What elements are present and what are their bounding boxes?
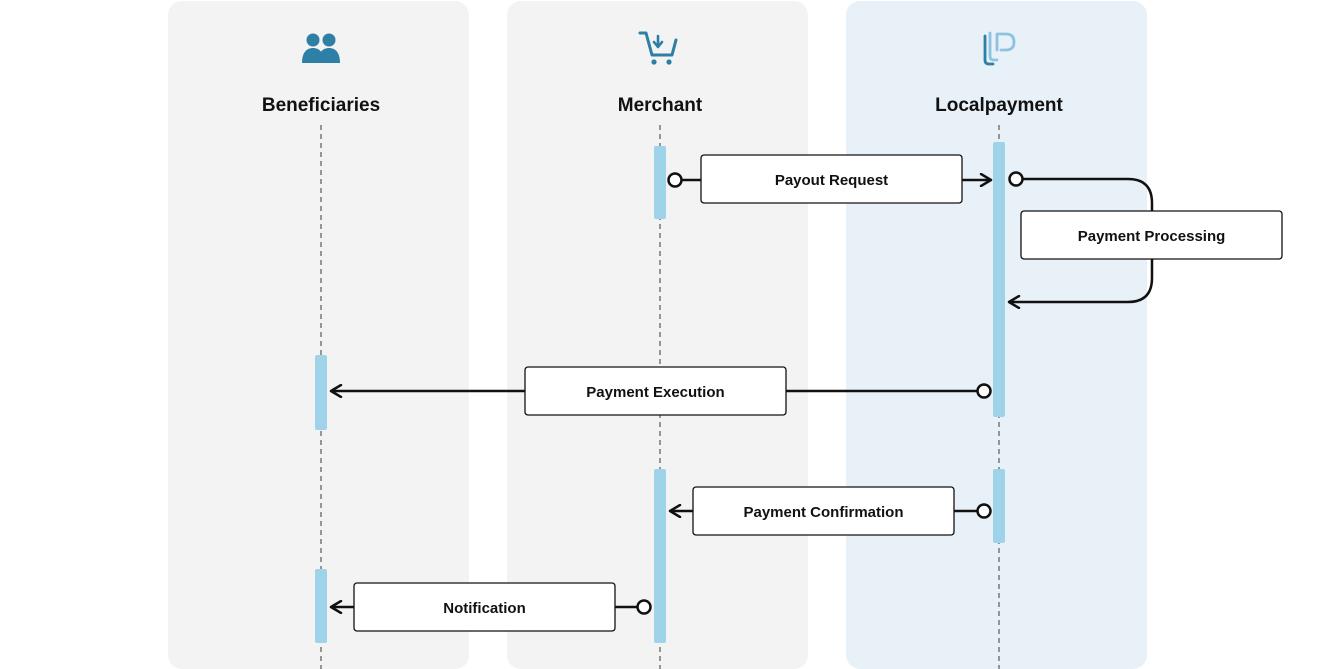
- message-payment-confirmation: Payment Confirmation: [670, 486, 992, 536]
- activation-bar-merchant: [654, 469, 666, 643]
- shopping-cart-icon: [638, 31, 678, 65]
- lane-beneficiaries: [168, 1, 469, 669]
- message-label-payment-execution: Payment Execution: [586, 384, 724, 401]
- lane-title-beneficiaries: Beneficiaries: [262, 95, 380, 116]
- activation-bar-merchant: [654, 146, 666, 219]
- message-label-payment-confirmation: Payment Confirmation: [743, 504, 903, 521]
- message-payment-execution: Payment Execution: [331, 366, 992, 416]
- activation-bar-beneficiaries: [315, 355, 327, 430]
- message-label-payout-request: Payout Request: [775, 172, 888, 189]
- lane-title-merchant: Merchant: [618, 95, 703, 116]
- localpayment-logo: [983, 31, 1016, 66]
- message-payout-request: Payout Request: [667, 154, 992, 204]
- lane-title-localpayment: Localpayment: [935, 95, 1063, 116]
- message-payment-processing: Payment Processing: [1009, 171, 1283, 303]
- message-label-notification: Notification: [443, 600, 526, 617]
- activation-bar-beneficiaries: [315, 569, 327, 643]
- message-label-payment-processing: Payment Processing: [1078, 228, 1226, 245]
- users-icon: [302, 33, 340, 63]
- activation-bar-localpayment: [993, 469, 1005, 543]
- message-notification: Notification: [331, 582, 652, 632]
- activation-bar-localpayment: [993, 142, 1005, 417]
